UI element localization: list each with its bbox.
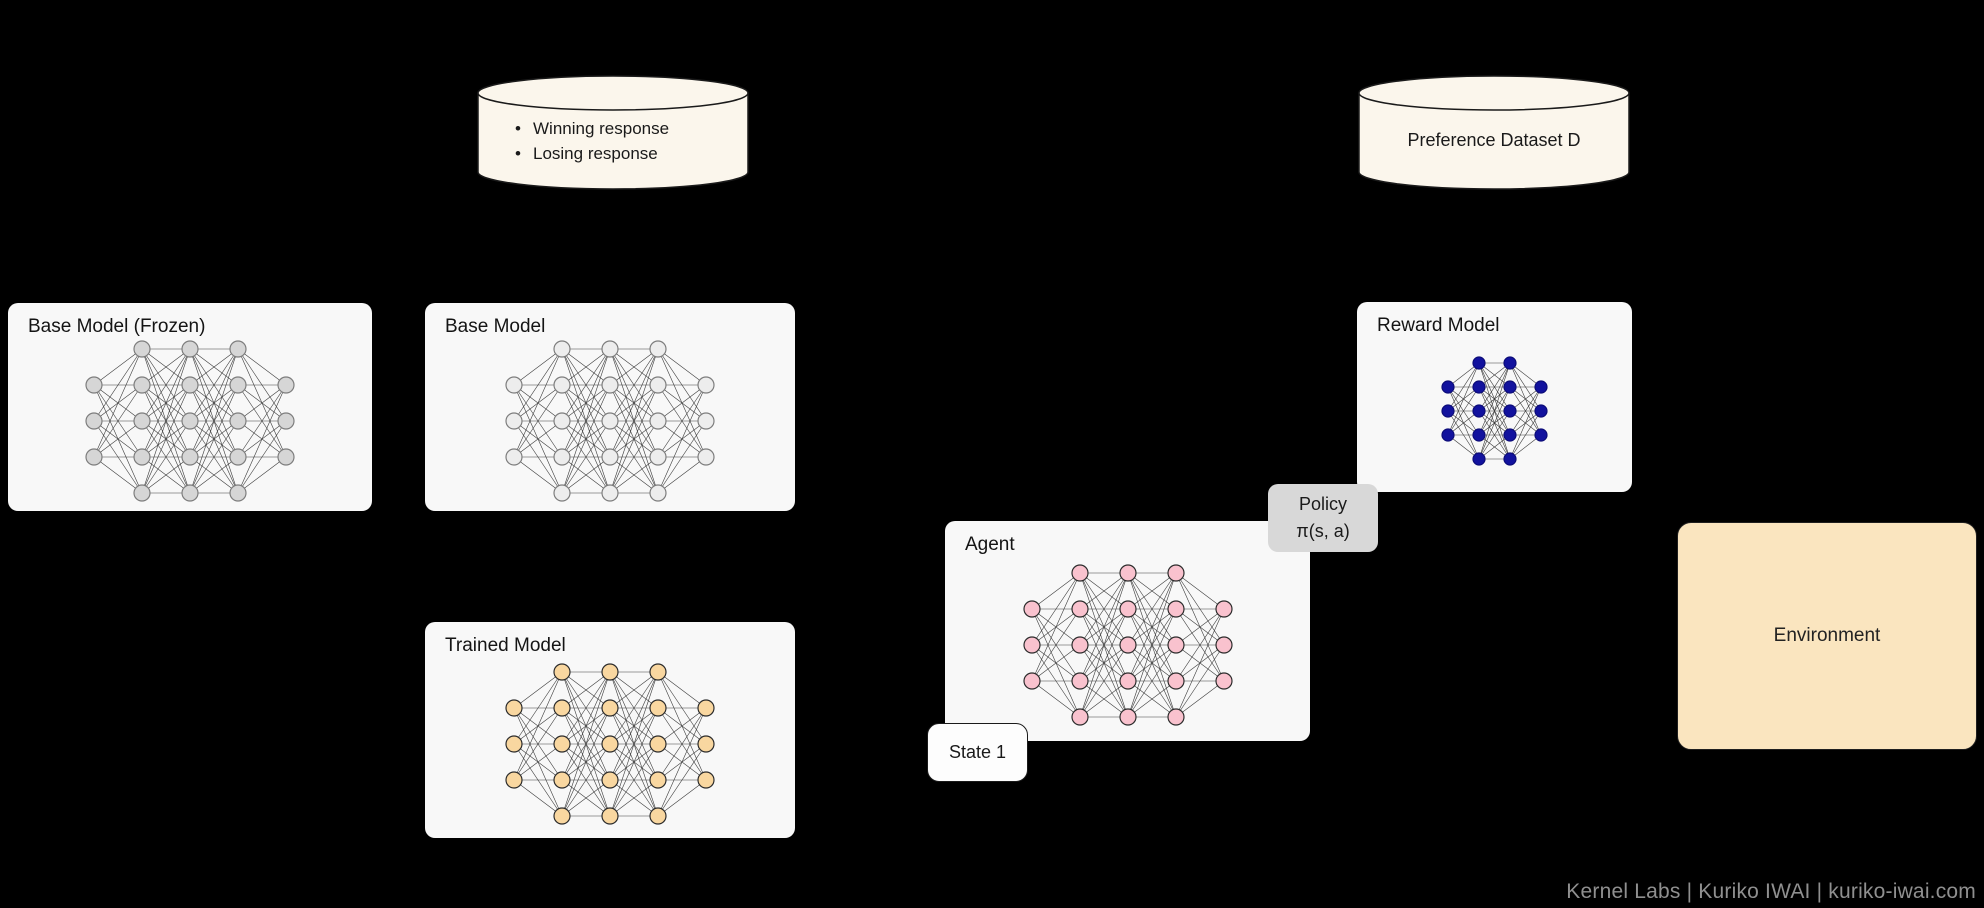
base-network-diagram xyxy=(505,339,715,502)
environment-card: Environment xyxy=(1677,522,1977,750)
reward-network-diagram xyxy=(1441,355,1548,466)
policy-annotation-line1: Policy xyxy=(1298,494,1347,514)
agent-title: Agent xyxy=(965,534,1015,555)
policy-annotation-line2: π(s, a) xyxy=(1296,521,1350,541)
agent-card: Agent xyxy=(945,521,1310,741)
environment-label: Environment xyxy=(1773,625,1881,646)
reward-model-title: Reward Model xyxy=(1377,315,1500,336)
frozen-network-diagram xyxy=(85,339,295,502)
agent-network-diagram xyxy=(1022,563,1233,726)
policy-annotation: Policy π(s, a) xyxy=(1268,484,1378,552)
state-annotation-label: State 1 xyxy=(948,742,1007,762)
base-model-title: Base Model xyxy=(445,316,546,337)
preference-dataset-label: Preference Dataset D xyxy=(1407,129,1581,150)
base-model-card: Base Model xyxy=(425,303,795,511)
cylinder-shape xyxy=(1358,75,1630,190)
response-list: Winning response Losing response xyxy=(477,100,749,166)
trained-model-card: Trained Model xyxy=(425,622,795,838)
losing-response-item: Losing response xyxy=(515,141,749,166)
trained-model-title: Trained Model xyxy=(445,635,566,656)
reward-model-card: Reward Model xyxy=(1357,302,1632,492)
preference-dataset-cylinder: Preference Dataset D xyxy=(1358,74,1630,192)
trained-network-diagram xyxy=(505,662,715,825)
state-annotation: State 1 xyxy=(927,723,1028,782)
footer-credit: Kernel Labs | Kuriko IWAI | kuriko-iwai.… xyxy=(1566,880,1976,903)
base-model-frozen-card: Base Model (Frozen) xyxy=(8,303,372,511)
base-model-frozen-title: Base Model (Frozen) xyxy=(28,316,206,337)
winning-response-item: Winning response xyxy=(515,116,749,141)
responses-dataset-cylinder: Winning response Losing response xyxy=(477,74,749,192)
